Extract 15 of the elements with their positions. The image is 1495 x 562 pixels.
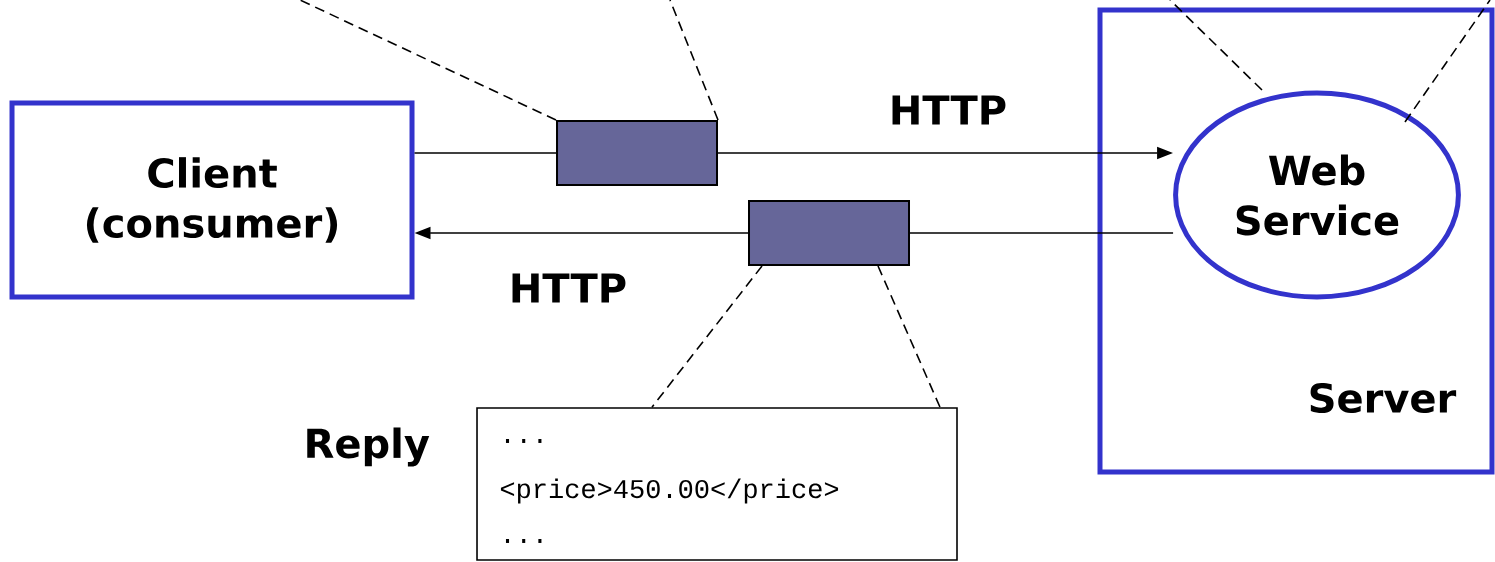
message-box xyxy=(748,200,910,266)
message-box xyxy=(556,120,718,186)
edge-label: HTTP xyxy=(506,271,630,305)
connector-line xyxy=(413,152,557,154)
leader-line xyxy=(877,265,941,408)
code-box: ... <price>450.00</price> ... Reply xyxy=(307,407,958,561)
edge-label: HTTP xyxy=(886,93,1010,127)
client-box: Client (consumer) xyxy=(9,100,415,300)
connector-line xyxy=(909,232,1174,234)
node-label: Reply xyxy=(307,427,430,467)
leader-line xyxy=(299,0,557,121)
leader-line xyxy=(651,265,763,408)
leader-line xyxy=(1169,0,1263,91)
leader-line xyxy=(669,0,719,121)
leader-line xyxy=(1404,0,1491,123)
